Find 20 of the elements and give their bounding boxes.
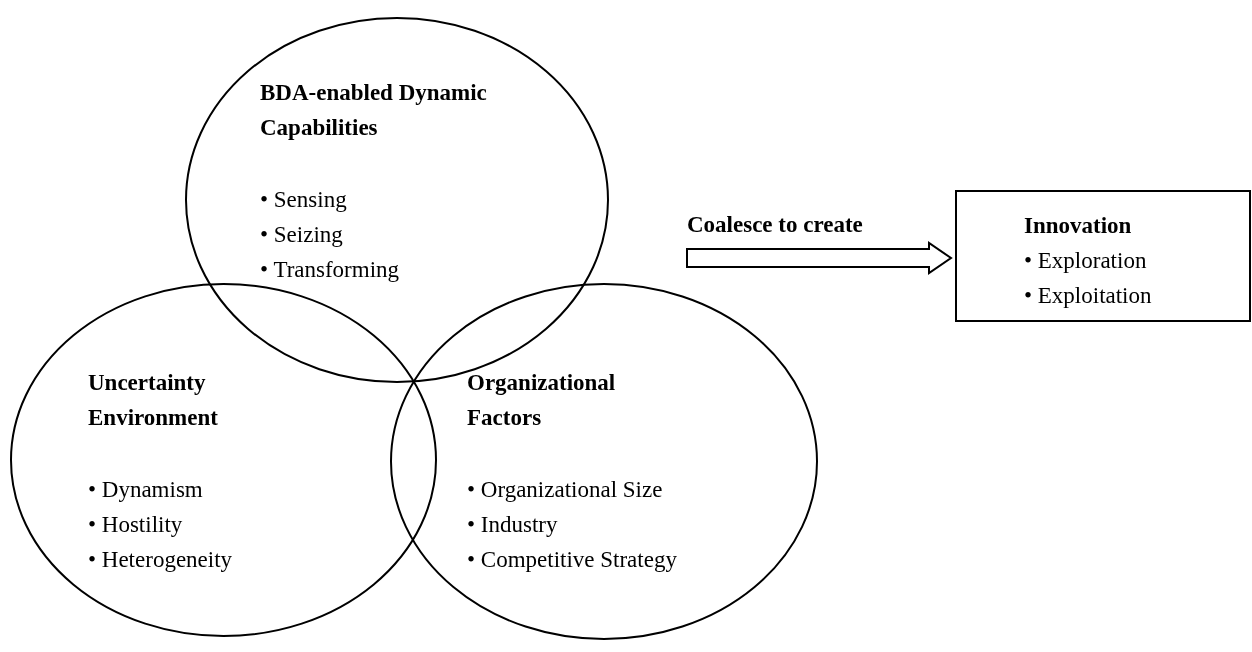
node-heading: BDA-enabled Dynamic Capabilities bbox=[260, 79, 488, 142]
bullet-item: • Sensing bbox=[260, 186, 348, 214]
node-heading: Organizational Factors bbox=[467, 369, 617, 432]
node-heading: Innovation bbox=[1024, 212, 1133, 240]
bullet-item: • Exploration bbox=[1024, 247, 1148, 275]
bullet-item: • Competitive Strategy bbox=[467, 546, 678, 574]
bullet-item: • Transforming bbox=[260, 256, 401, 284]
process-box bbox=[955, 190, 1251, 322]
bullet-item: • Dynamism bbox=[88, 476, 204, 504]
bullet-item: • Seizing bbox=[260, 221, 344, 249]
edge-label: Coalesce to create bbox=[687, 211, 863, 239]
ellipse-node bbox=[390, 283, 818, 640]
bullet-item: • Heterogeneity bbox=[88, 546, 234, 574]
block-arrow bbox=[686, 241, 953, 275]
bullet-item: • Industry bbox=[467, 511, 559, 539]
node-heading: Uncertainty Environment bbox=[88, 369, 219, 432]
bullet-item: • Organizational Size bbox=[467, 476, 664, 504]
bullet-item: • Exploitation bbox=[1024, 282, 1153, 310]
bullet-item: • Hostility bbox=[88, 511, 184, 539]
ellipse-node bbox=[10, 283, 437, 637]
